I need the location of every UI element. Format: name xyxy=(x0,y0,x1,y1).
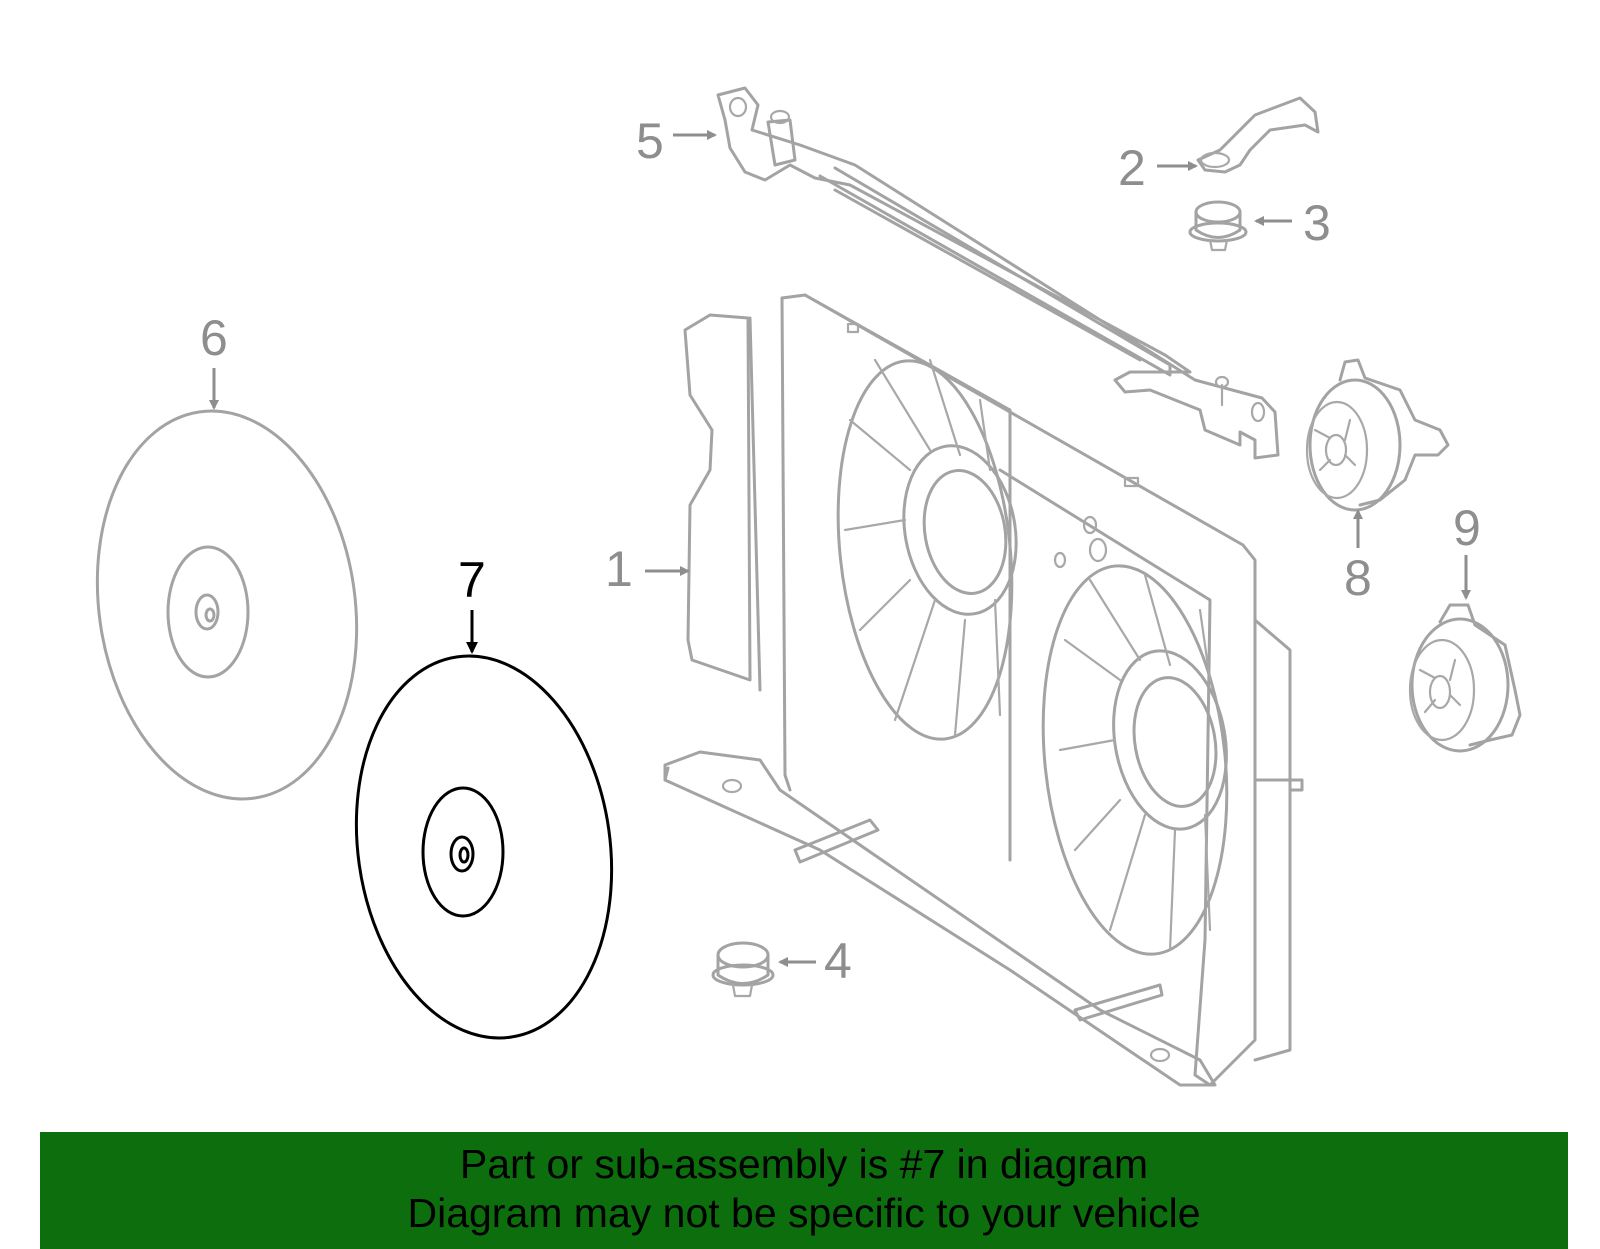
callout-3[interactable]: 3 xyxy=(1303,195,1331,251)
callout-9[interactable]: 9 xyxy=(1453,500,1481,556)
callout-1[interactable]: 1 xyxy=(605,541,633,597)
callout-5[interactable]: 5 xyxy=(636,113,664,169)
callout-labels: 1 2 3 4 5 6 7 8 9 xyxy=(200,113,1481,989)
part-8-motor[interactable] xyxy=(1305,358,1450,512)
part-1-shroud[interactable] xyxy=(663,293,1304,1087)
callout-6[interactable]: 6 xyxy=(200,310,228,366)
callout-7[interactable]: 7 xyxy=(458,552,486,608)
part-2-bracket[interactable] xyxy=(1196,96,1320,174)
info-banner: Part or sub-assembly is #7 in diagram Di… xyxy=(40,1132,1568,1249)
part-6-fan[interactable] xyxy=(73,394,381,816)
callout-4[interactable]: 4 xyxy=(824,933,852,989)
banner-line-2: Diagram may not be specific to your vehi… xyxy=(407,1190,1201,1236)
banner-line-1: Part or sub-assembly is #7 in diagram xyxy=(459,1141,1149,1187)
part-3-grommet[interactable] xyxy=(1188,200,1248,252)
part-5-bracket[interactable] xyxy=(716,86,1280,460)
callout-8[interactable]: 8 xyxy=(1344,550,1372,606)
part-4-grommet[interactable] xyxy=(711,941,775,998)
callout-arrows xyxy=(209,130,1471,967)
part-9-motor[interactable] xyxy=(1408,603,1522,753)
callout-2[interactable]: 2 xyxy=(1118,140,1146,196)
part-7-fan[interactable] xyxy=(333,639,636,1054)
